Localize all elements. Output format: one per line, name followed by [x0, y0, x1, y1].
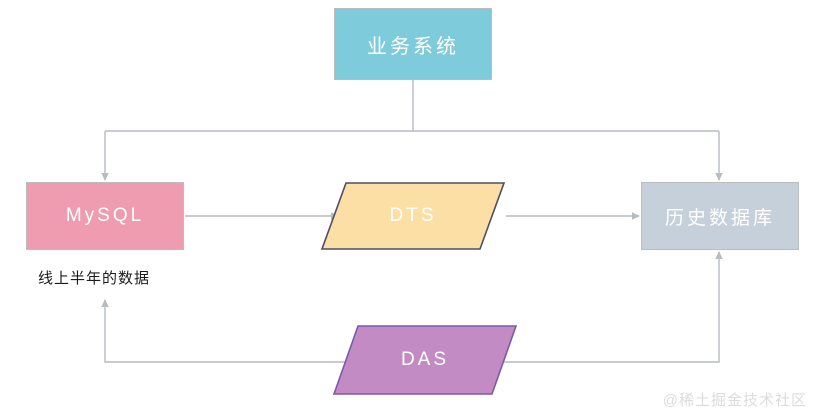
- node-dts-label: DTS: [389, 205, 437, 226]
- node-dts-label-wrap: DTS: [320, 181, 506, 251]
- node-dts[interactable]: DTS: [320, 181, 506, 251]
- node-mysql[interactable]: MySQL: [26, 182, 184, 250]
- node-history-database-label: 历史数据库: [664, 207, 775, 229]
- node-das[interactable]: DAS: [332, 324, 518, 396]
- node-history-database[interactable]: 历史数据库: [641, 182, 799, 250]
- node-business-system-label: 业务系统: [367, 35, 459, 58]
- watermark: @稀土掘金技术社区: [662, 392, 807, 409]
- node-mysql-label: MySQL: [65, 205, 145, 226]
- mysql-caption: 线上半年的数据: [38, 270, 151, 287]
- node-das-label-wrap: DAS: [332, 324, 518, 396]
- dts-parallelogram-shape: [320, 182, 506, 250]
- node-das-label: DAS: [400, 349, 450, 370]
- connector-das-to-history: [500, 251, 723, 363]
- node-business-system[interactable]: 业务系统: [334, 8, 492, 80]
- connector-das-to-mysql: [101, 299, 350, 363]
- das-parallelogram-shape: [332, 325, 518, 395]
